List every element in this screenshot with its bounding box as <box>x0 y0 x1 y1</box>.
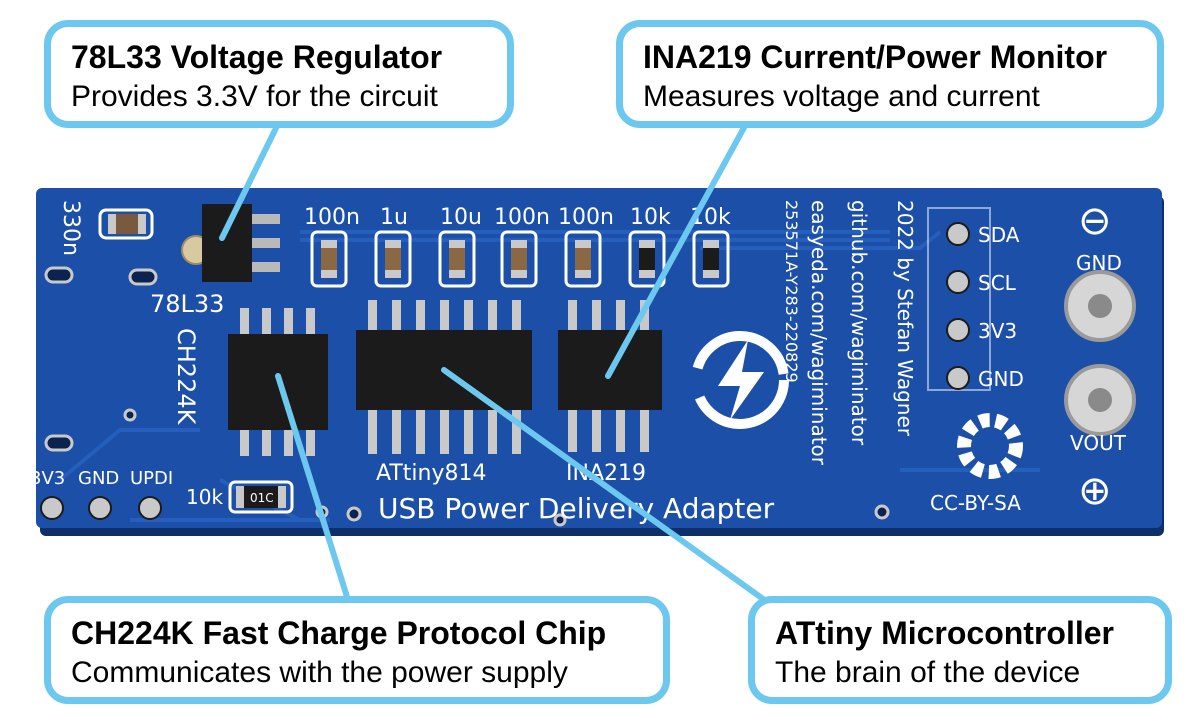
vout-terminal-label: VOUT <box>1070 431 1127 455</box>
attiny-label: ATtiny814 <box>376 461 486 486</box>
power-logo <box>691 331 789 429</box>
resistor-bottom-label: 10k <box>186 485 223 509</box>
callout-ch224k-desc: Communicates with the power supply <box>71 656 568 689</box>
credits-text: easyeda.com/wagiminator github.com/wagim… <box>782 200 917 466</box>
credit-line: github.com/wagiminator <box>847 200 871 446</box>
output-terminals: ⊖ GND VOUT ⊕ <box>1064 198 1136 514</box>
leader-lines <box>219 121 773 607</box>
pin-label: UPDI <box>130 468 173 489</box>
license-label: CC-BY-SA <box>930 491 1021 515</box>
credit-line: 253571A-Y283-220829 <box>782 200 801 383</box>
ch224k-label: CH224K <box>172 328 200 426</box>
capacitor-label: 100n <box>558 205 614 230</box>
capacitor-label: 10u <box>440 205 482 230</box>
callout-ina219: INA219 Current/Power Monitor Measures vo… <box>616 20 1164 128</box>
pin-label: SDA <box>978 223 1020 247</box>
resistor: 10k <box>628 205 671 288</box>
capacitor: 1u <box>374 205 412 288</box>
capacitor-label: 100n <box>304 205 360 230</box>
pin-label: SCL <box>978 271 1017 295</box>
pin-label: 3V3 <box>30 468 65 489</box>
plus-symbol: ⊕ <box>1078 468 1112 514</box>
resistor-label: 10k <box>630 205 671 230</box>
updi-header: 3V3 GND UPDI <box>30 468 173 520</box>
callout-attiny-title: ATtiny Microcontroller <box>775 615 1114 651</box>
callout-attiny-desc: The brain of the device <box>775 656 1081 689</box>
credit-line: easyeda.com/wagiminator <box>807 200 831 466</box>
regulator-78l33: 78L33 <box>150 204 280 318</box>
capacitor: 10u <box>438 205 482 288</box>
callout-ina219-desc: Measures voltage and current <box>643 80 1040 113</box>
ch224k-chip: CH224K <box>172 308 328 456</box>
callout-regulator-title: 78L33 Voltage Regulator <box>71 39 443 75</box>
minus-symbol: ⊖ <box>1078 198 1112 244</box>
capacitor-330n-label: 330n <box>58 200 83 256</box>
callout-regulator-desc: Provides 3.3V for the circuit <box>71 80 438 113</box>
callout-ina219-title: INA219 Current/Power Monitor <box>643 39 1108 75</box>
board-title: USB Power Delivery Adapter <box>378 492 775 525</box>
credit-line: 2022 by Stefan Wagner <box>893 200 917 437</box>
capacitor-label: 1u <box>380 205 408 230</box>
resistor-bottom: 10k 01C <box>186 480 294 514</box>
pin-label: 3V3 <box>978 319 1017 343</box>
i2c-header: SDA SCL 3V3 GND <box>927 207 1024 391</box>
capacitor-330n: 330n <box>58 200 154 256</box>
capacitor: 100n <box>304 205 360 288</box>
callout-ch224k: CH224K Fast Charge Protocol Chip Communi… <box>44 596 670 704</box>
capacitor: 100n <box>558 205 614 288</box>
resistor-marking: 01C <box>250 491 274 505</box>
callout-regulator: 78L33 Voltage Regulator Provides 3.3V fo… <box>44 20 514 128</box>
license-gear: CC-BY-SA <box>930 413 1023 515</box>
pin-label: GND <box>978 367 1024 391</box>
callout-attiny: ATtiny Microcontroller The brain of the … <box>748 596 1172 704</box>
pin-label: GND <box>78 468 119 489</box>
capacitor: 100n <box>494 205 550 288</box>
regulator-label: 78L33 <box>150 290 224 318</box>
capacitor-label: 100n <box>494 205 550 230</box>
callout-ch224k-title: CH224K Fast Charge Protocol Chip <box>71 615 607 651</box>
